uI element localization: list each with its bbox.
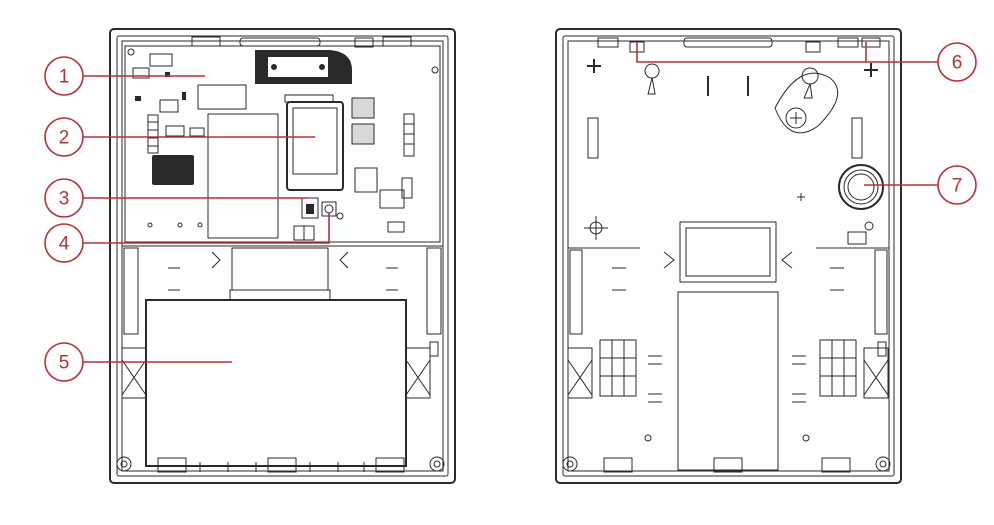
callout-circle-4 [44,223,84,263]
pcb-board [124,36,441,243]
leader-line-6 [636,42,938,63]
callout-label-6: 6 [952,53,963,74]
leader-line-4 [83,213,330,244]
callout-3: 3 [44,178,308,218]
callout-circle-3 [44,178,84,218]
callout-circle-6 [937,42,977,82]
callout-6: 6 [636,42,977,82]
callout-label-7: 7 [952,176,963,197]
callout-layer: 1 2 3 4 5 6 [44,42,977,382]
callout-7: 7 [864,165,977,205]
callout-2: 2 [44,117,315,157]
callout-circle-2 [44,117,84,157]
right-housing-back-view [555,28,902,484]
left-latch-grid [567,339,637,399]
left-lower-housing [116,245,445,473]
callout-1: 1 [44,56,205,96]
right-latch-grid [819,339,889,399]
left-housing-front-view [109,28,456,484]
callout-label-3: 3 [59,189,70,210]
callout-label-1: 1 [59,67,70,88]
callout-label-2: 2 [59,128,70,149]
callout-4: 4 [44,213,330,263]
callout-circle-5 [44,342,84,382]
mounting-boss [774,67,839,134]
buzzer [838,164,884,231]
callout-label-5: 5 [59,353,70,374]
callout-label-4: 4 [59,234,70,255]
callout-circle-1 [44,56,84,96]
callout-circle-7 [937,165,977,205]
callout-5: 5 [44,342,232,382]
